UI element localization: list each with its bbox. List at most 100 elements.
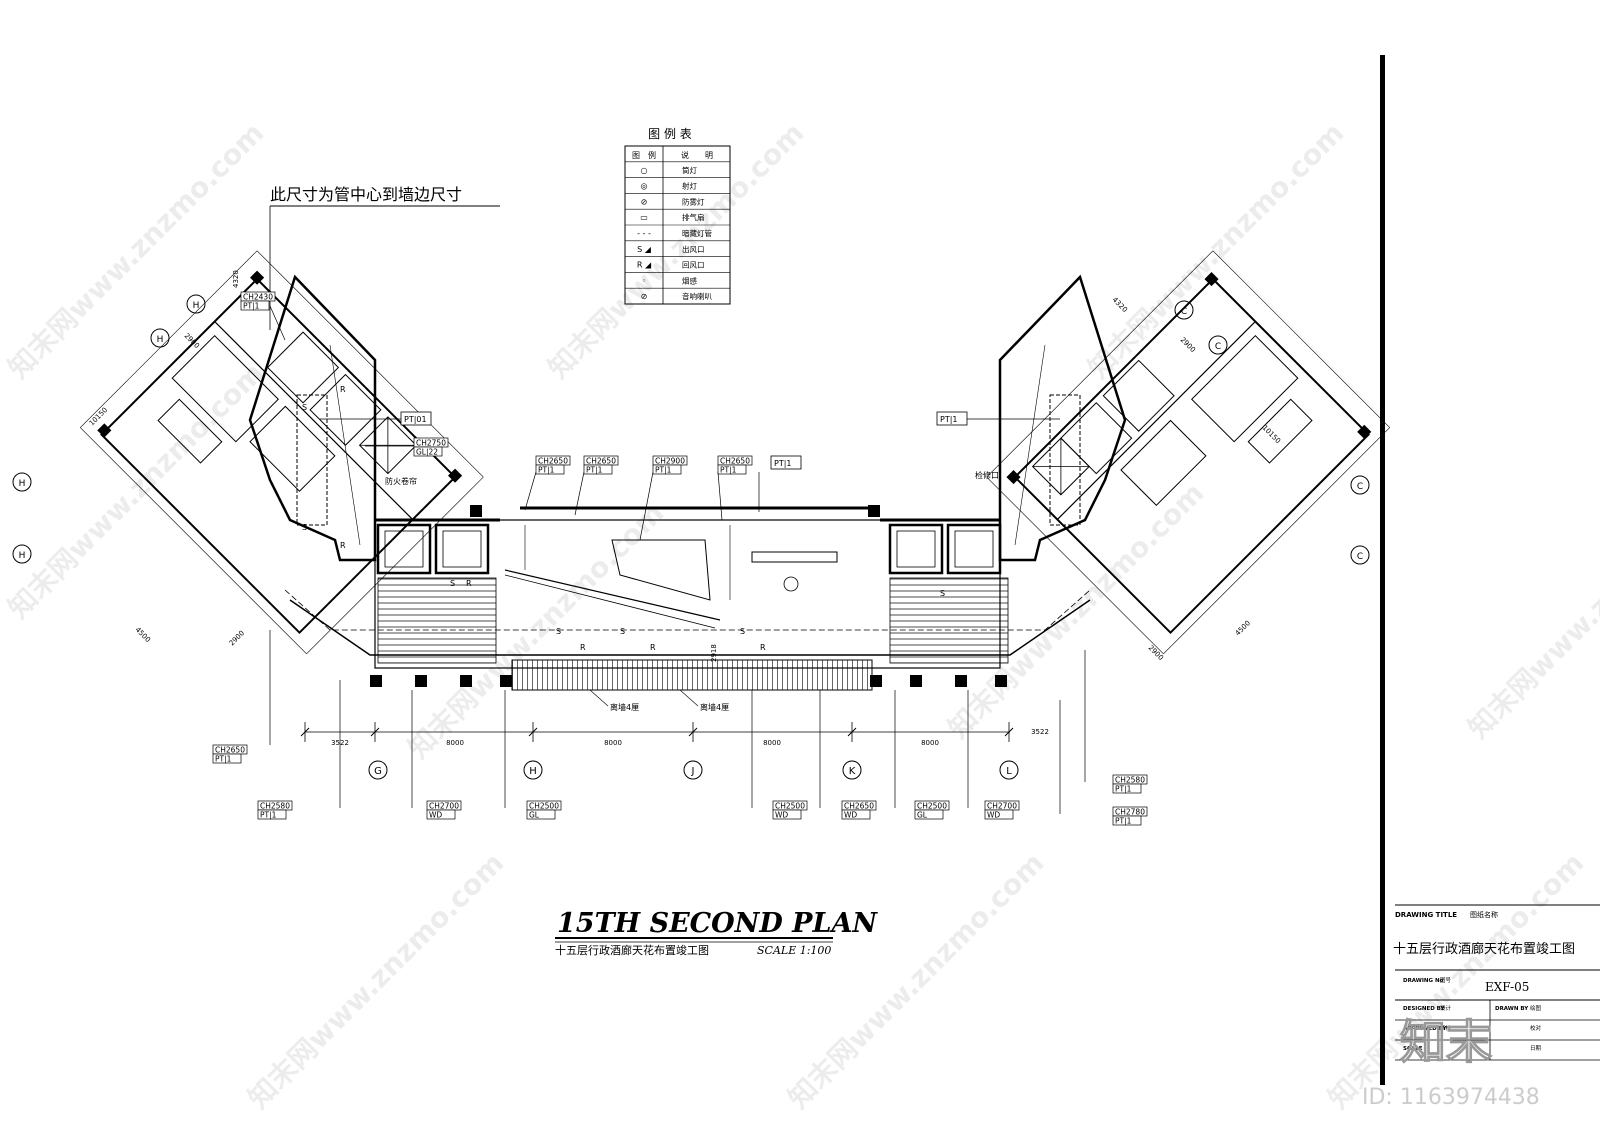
approved-by-cn: 审核: [1440, 1024, 1452, 1032]
dim-4: 8000: [921, 739, 939, 747]
callout-material: WD: [429, 811, 442, 820]
callout-material: PT|1: [655, 466, 672, 475]
watermark-2: 知末网www.znzmo.com: [542, 116, 811, 385]
drawing-title-value: 十五层行政酒廊天花布置竣工图: [1393, 941, 1575, 957]
legend-col-desc: 说 明: [681, 150, 713, 160]
watermark-logo: 知末 ID: 1163974438: [1362, 1014, 1540, 1110]
svg-text:R: R: [650, 643, 656, 652]
watermark-7: 知末网www.znzmo.com: [1462, 476, 1600, 745]
svg-text:R: R: [760, 643, 766, 652]
callout-material: GL: [529, 811, 540, 820]
grid-H: H: [529, 766, 537, 777]
callout-height: CH2700: [987, 802, 1017, 811]
callout-height: CH2650: [215, 746, 245, 755]
dim-2918: 2918: [710, 644, 718, 662]
legend-row-label: 防雾灯: [682, 196, 705, 206]
dim-5: 3522: [1031, 728, 1049, 736]
callout-material: PT|1: [1115, 785, 1132, 794]
legend-row-label: 出风口: [682, 244, 705, 254]
drawing-no-cn: 图号: [1440, 976, 1452, 984]
callout-height: CH2430: [243, 293, 273, 302]
exhaust-fan-icon: ▭: [640, 213, 648, 222]
drawing-title-cn: 图纸名称: [1470, 910, 1498, 919]
callout-material: GL|22: [416, 448, 438, 457]
svg-text:S: S: [556, 627, 561, 636]
grid-K: K: [849, 766, 856, 777]
scale-label: SCALE: [1403, 1046, 1423, 1052]
drawing-no-label: DRAWING No: [1403, 978, 1444, 984]
date-cn: 日期: [1530, 1045, 1542, 1052]
designed-by-label: DESIGNED BY: [1403, 1006, 1446, 1012]
svg-text:S: S: [302, 523, 307, 532]
callout-material: PT|01: [404, 415, 427, 424]
return-vent-icon: R ◢: [637, 261, 652, 270]
grid-G: G: [374, 766, 382, 777]
svg-text:S: S: [940, 589, 945, 598]
ceiling-callouts: CH2430PT|1PT|01CH2750GL|22CH2650PT|1CH26…: [212, 291, 1148, 826]
callout-material: PT|1: [1115, 817, 1132, 826]
callout-height: CH2780: [1115, 808, 1145, 817]
svg-text:S: S: [620, 627, 625, 636]
callout-material: PT|1: [215, 755, 232, 764]
plan-subtitle: 十五层行政酒廊天花布置竣工图: [555, 943, 709, 957]
drawing-no-value: EXF-05: [1485, 980, 1529, 994]
legend-row-label: 音响喇叭: [682, 291, 712, 301]
fog-proof-light-icon: ⊘: [641, 197, 648, 206]
watermark-10: 知末网www.znzmo.com: [1322, 846, 1591, 1115]
svg-text:S: S: [302, 403, 307, 412]
left-corridor: R S S R 防火卷帘: [248, 274, 417, 562]
callout-material: PT|1: [720, 466, 737, 475]
watermark-4: 知末网www.znzmo.com: [2, 356, 271, 625]
watermark-1: 知末网www.znzmo.com: [2, 116, 271, 385]
svg-text:S: S: [740, 627, 745, 636]
watermark-logo-text: 知末: [1400, 1015, 1492, 1069]
grid-L: L: [1006, 766, 1012, 777]
legend-title: 图 例 表: [648, 127, 692, 141]
legend-row-label: 烟感: [682, 275, 697, 285]
callout-material: PT|1: [260, 811, 277, 820]
callout-height: CH2500: [775, 802, 805, 811]
central-lounge: S R S R S R S R S 2918 离墙4厘 离墙4厘: [284, 505, 1091, 712]
svg-text:R: R: [340, 541, 346, 550]
callout-material: WD: [844, 811, 857, 820]
callout-material: PT|1: [586, 466, 603, 475]
callout-height: CH2700: [429, 802, 459, 811]
callout-height: CH2900: [655, 457, 685, 466]
callout-material: WD: [987, 811, 1000, 820]
callout-material: PT|1: [940, 415, 958, 424]
callout-material: PT|1: [538, 466, 555, 475]
grid-bubbles: G H J K L H H H H C C C C: [12, 294, 1370, 780]
legend-col-symbol: 图 例: [632, 150, 656, 160]
grid-right-3: C: [1357, 482, 1363, 492]
watermark-id: ID: 1163974438: [1362, 1085, 1540, 1110]
callout-pt1r: PT|1: [936, 411, 1060, 426]
right-dim-4320: 4320: [1111, 296, 1129, 314]
left-dim-2900: 2900: [183, 332, 201, 350]
access-hatch-label: 检修口: [975, 470, 999, 480]
grid-left-1: H: [193, 301, 200, 311]
supply-vent-icon: S ◢: [637, 245, 652, 254]
right-dim-10150: 10150: [1261, 424, 1282, 445]
grid-right-4: C: [1357, 552, 1363, 562]
smoke-detector-icon: ◦: [642, 276, 647, 285]
watermark-8: 知末网www.znzmo.com: [242, 846, 511, 1115]
fire-shutter-label: 防火卷帘: [385, 476, 417, 486]
svg-text:R: R: [340, 385, 346, 394]
grid-J: J: [691, 766, 695, 777]
callout-material: GL: [917, 811, 928, 820]
plan-title-block: 15TH SECOND PLAN 十五层行政酒廊天花布置竣工图 SCALE 1:…: [555, 908, 878, 957]
callout-height: CH2500: [917, 802, 947, 811]
grid-right-2: C: [1215, 342, 1221, 352]
